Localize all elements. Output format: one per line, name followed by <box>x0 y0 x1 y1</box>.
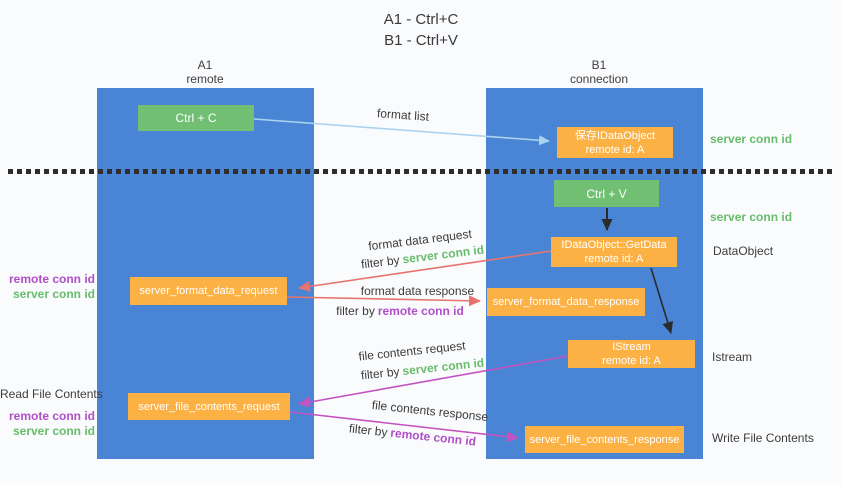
label-conn-ids-left-bottom: remote conn id server conn id <box>0 409 95 439</box>
node-idataobject-getdata: IDataObject::GetData remote id: A <box>551 237 677 267</box>
node-istream: IStream remote id: A <box>568 340 695 368</box>
node-idataobject-getdata-line2: remote id: A <box>584 253 644 265</box>
filter-by-text: filter by <box>360 252 401 272</box>
remote-conn-id-text: remote conn id <box>377 304 464 318</box>
filter-by-text: filter by <box>348 421 389 440</box>
column-a-header: A1 remote <box>135 58 275 86</box>
label-server-conn-id-left-top: server conn id <box>12 287 95 301</box>
filter-by-text: filter by <box>360 364 401 383</box>
node-server-file-contents-response-label: server_file_contents_response <box>529 433 680 446</box>
node-ctrl-v: Ctrl + V <box>554 180 659 207</box>
remote-conn-id-text: remote conn id <box>389 425 477 449</box>
label-write-file-contents: Write File Contents <box>712 431 814 445</box>
node-save-idataobject-line1: 保存IDataObject <box>574 129 656 142</box>
dashed-divider <box>8 169 834 174</box>
node-istream-line2: remote id: A <box>602 355 661 367</box>
column-a-subtitle: remote <box>186 72 224 86</box>
server-conn-id-text: server conn id <box>401 355 485 379</box>
node-server-format-data-request-label: server_format_data_request <box>139 285 278 297</box>
label-server-conn-id-right-mid: server conn id <box>710 210 793 224</box>
title-line-2: B1 - Ctrl+V <box>384 32 458 49</box>
node-server-format-data-request: server_format_data_request <box>130 277 287 305</box>
arrow-label-file-contents-response: file contents response <box>371 397 489 425</box>
label-conn-ids-left-top: remote conn id server conn id <box>0 272 95 302</box>
label-dataobject: DataObject <box>713 244 774 258</box>
column-b-header: B1 connection <box>529 58 669 86</box>
arrow-label-format-list: format list <box>376 106 430 124</box>
node-idataobject-getdata-line1: IDataObject::GetData <box>561 239 667 251</box>
column-b-name: B1 <box>591 58 607 72</box>
node-ctrl-c-label: Ctrl + C <box>175 111 217 125</box>
arrow-label-format-data-response: format data response <box>360 284 475 298</box>
diagram-title: A1 - Ctrl+C B1 - Ctrl+V <box>0 9 842 51</box>
label-server-conn-id-left-bottom: server conn id <box>12 424 95 438</box>
label-remote-conn-id-left-bottom: remote conn id <box>8 409 95 423</box>
label-read-file-contents: Read File Contents <box>0 387 103 401</box>
title-line-1: A1 - Ctrl+C <box>383 11 459 28</box>
node-server-format-data-response: server_format_data_response <box>487 288 645 316</box>
node-istream-line1: IStream <box>612 341 651 353</box>
node-server-format-data-response-label: server_format_data_response <box>492 296 640 308</box>
node-ctrl-v-label: Ctrl + V <box>586 186 627 201</box>
filter-by-text: filter by <box>336 304 375 318</box>
node-save-idataobject: 保存IDataObject remote id: A <box>557 127 673 158</box>
column-a-name: A1 <box>197 58 213 72</box>
node-server-file-contents-request-label: server_file_contents_request <box>138 400 280 413</box>
node-server-file-contents-request: server_file_contents_request <box>128 393 290 420</box>
node-save-idataobject-line2: remote id: A <box>585 143 645 156</box>
column-b-subtitle: connection <box>569 72 629 86</box>
label-server-conn-id-right-top: server conn id <box>710 132 793 146</box>
label-istream: Istream <box>712 350 753 364</box>
node-ctrl-c: Ctrl + C <box>138 105 254 131</box>
node-server-file-contents-response: server_file_contents_response <box>525 426 684 453</box>
label-remote-conn-id-left-top: remote conn id <box>8 272 95 286</box>
